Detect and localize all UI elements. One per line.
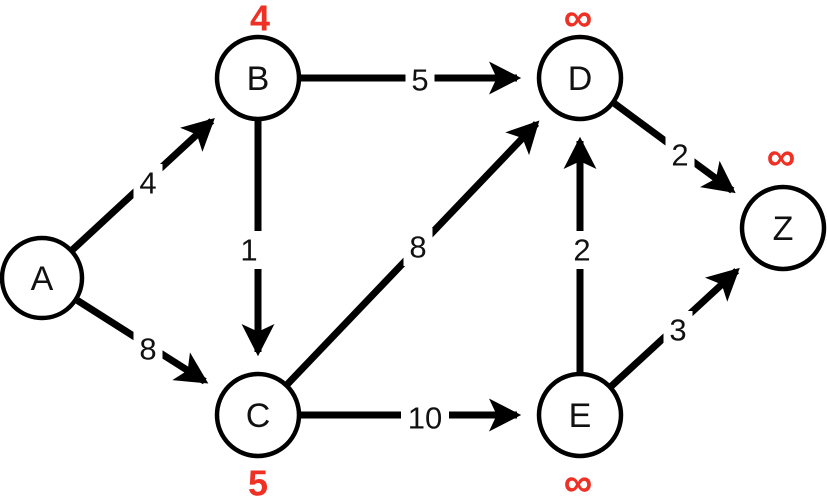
node-label-a: A [31,260,54,298]
edge-weight-d-z: 2 [671,138,688,173]
nodes-layer: A B C D E Z [0,34,827,459]
node-circle-b[interactable] [214,34,302,122]
edge-weight-backdrop [663,311,693,349]
edge-weight-c-d: 8 [409,230,426,265]
edge-weight-b-c: 1 [240,233,257,268]
edge-weight-b-d: 5 [411,63,428,98]
edge-weight-c-e: 10 [408,401,442,436]
distance-label-c: 5 [248,463,268,504]
node-e[interactable]: E [536,371,624,459]
node-circle-a[interactable] [0,235,85,321]
edge-weights-layer: 4 8 1 5 8 10 2 2 3 [133,61,695,437]
node-circle-d[interactable] [536,34,624,122]
node-d[interactable]: D [536,34,624,122]
edge-weight-backdrop [403,228,433,266]
node-circle-e[interactable] [536,371,624,459]
distance-labels-layer: 4 5 ∞ ∞ ∞ [248,0,795,504]
edge-weight-e-z: 3 [669,313,686,348]
distance-label-e: ∞ [564,461,593,504]
node-a[interactable]: A [0,235,85,321]
node-label-d: D [568,60,593,98]
distance-label-b: 4 [250,0,270,39]
edge-weight-backdrop [133,330,163,368]
distance-label-z: ∞ [767,135,796,179]
edge-weight-a-b: 4 [139,166,156,201]
node-label-z: Z [773,210,794,248]
node-c[interactable]: C [214,371,302,459]
edge-weight-backdrop [234,231,264,269]
edge-weight-backdrop [665,136,695,174]
edge-weight-a-c: 8 [139,332,156,367]
edge-weight-backdrop [401,399,449,437]
node-circle-z[interactable] [739,184,827,272]
node-b[interactable]: B [214,34,302,122]
node-z[interactable]: Z [739,184,827,272]
edge-weight-backdrop [133,164,163,202]
distance-label-d: ∞ [564,0,593,40]
edge-weight-e-d: 2 [573,233,590,268]
node-label-b: B [247,60,270,98]
node-circle-c[interactable] [214,371,302,459]
node-label-c: C [246,397,271,435]
edge-weight-backdrop [405,61,435,99]
edge-weight-backdrop [567,231,597,269]
node-label-e: E [569,397,592,435]
